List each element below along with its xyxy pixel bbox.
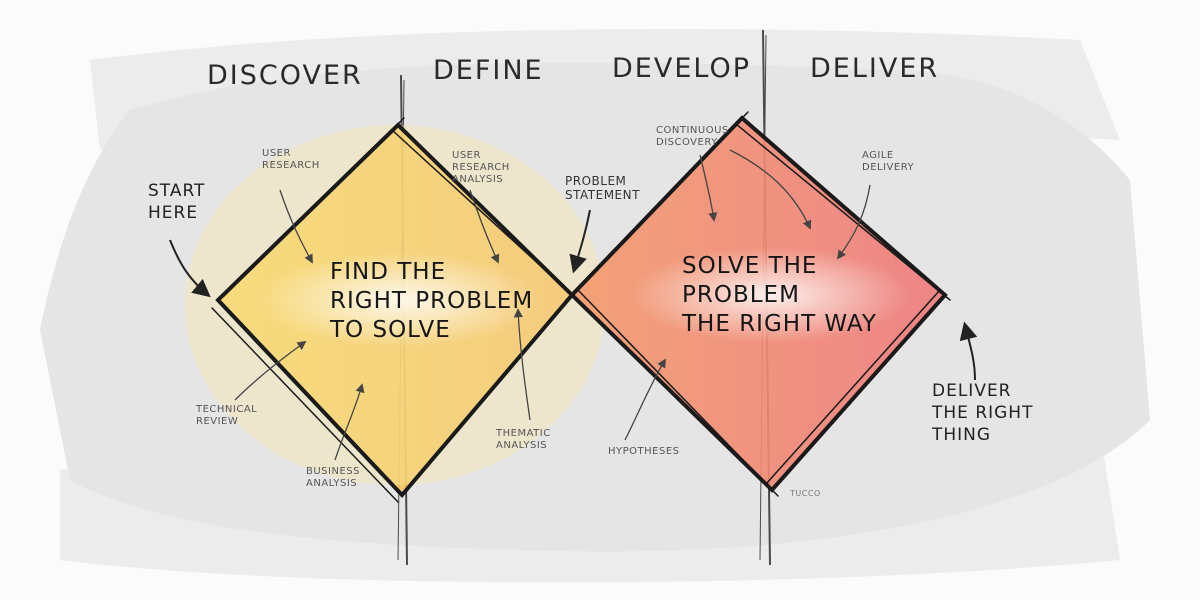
arrow-business-analysis (334, 383, 365, 461)
phase-deliver: DELIVER (810, 53, 940, 84)
business-analysis-note: BUSINESS ANALYSIS (306, 466, 360, 489)
arrow-thematic-analysis (513, 308, 531, 421)
problem-statement-label: PROBLEM STATEMENT (565, 174, 640, 202)
thematic-analysis-note: THEMATIC ANALYSIS (496, 428, 551, 451)
arrow-technical-review (234, 340, 307, 401)
start-here-label: START HERE (148, 181, 206, 223)
right-diamond-title: SOLVE THE PROBLEM THE RIGHT WAY (682, 253, 877, 337)
user-research-analysis-note: USER RESEARCH ANALYSIS (452, 150, 510, 185)
annotation-arrows (234, 149, 871, 461)
arrow-user-research-analysis (469, 189, 500, 264)
phase-discover: DISCOVER (207, 60, 363, 91)
phase-develop: DEVELOP (612, 53, 751, 84)
right-title-highlight (630, 247, 910, 343)
arrow-user-research (279, 189, 313, 264)
continuous-discovery-note: CONTINUOUS DISCOVERY (656, 125, 729, 148)
agile-delivery-note: AGILE DELIVERY (862, 150, 915, 173)
hypotheses-note: HYPOTHESES (608, 446, 680, 457)
arrow-continuous-discovery-1 (699, 154, 718, 222)
arrow-problem-statement (569, 209, 591, 274)
arrow-agile-delivery (836, 184, 871, 260)
arrow-start-here (169, 239, 211, 298)
background-brush-strokes-light (60, 28, 1120, 583)
technical-review-note: TECHNICAL REVIEW (196, 404, 258, 427)
user-research-note: USER RESEARCH (262, 148, 320, 171)
arrow-continuous-discovery-2 (729, 149, 812, 230)
arrow-hypotheses (624, 358, 666, 441)
deliver-right-thing-label: DELIVER THE RIGHT THING (932, 381, 1034, 445)
left-diamond-title: FIND THE RIGHT PROBLEM TO SOLVE (330, 259, 534, 343)
arrow-deliver-right-thing (959, 321, 978, 381)
left-title-highlight (260, 252, 540, 348)
phase-define: DEFINE (433, 55, 544, 86)
primary-arrows (169, 209, 978, 381)
signature: TUCCO (790, 489, 821, 498)
